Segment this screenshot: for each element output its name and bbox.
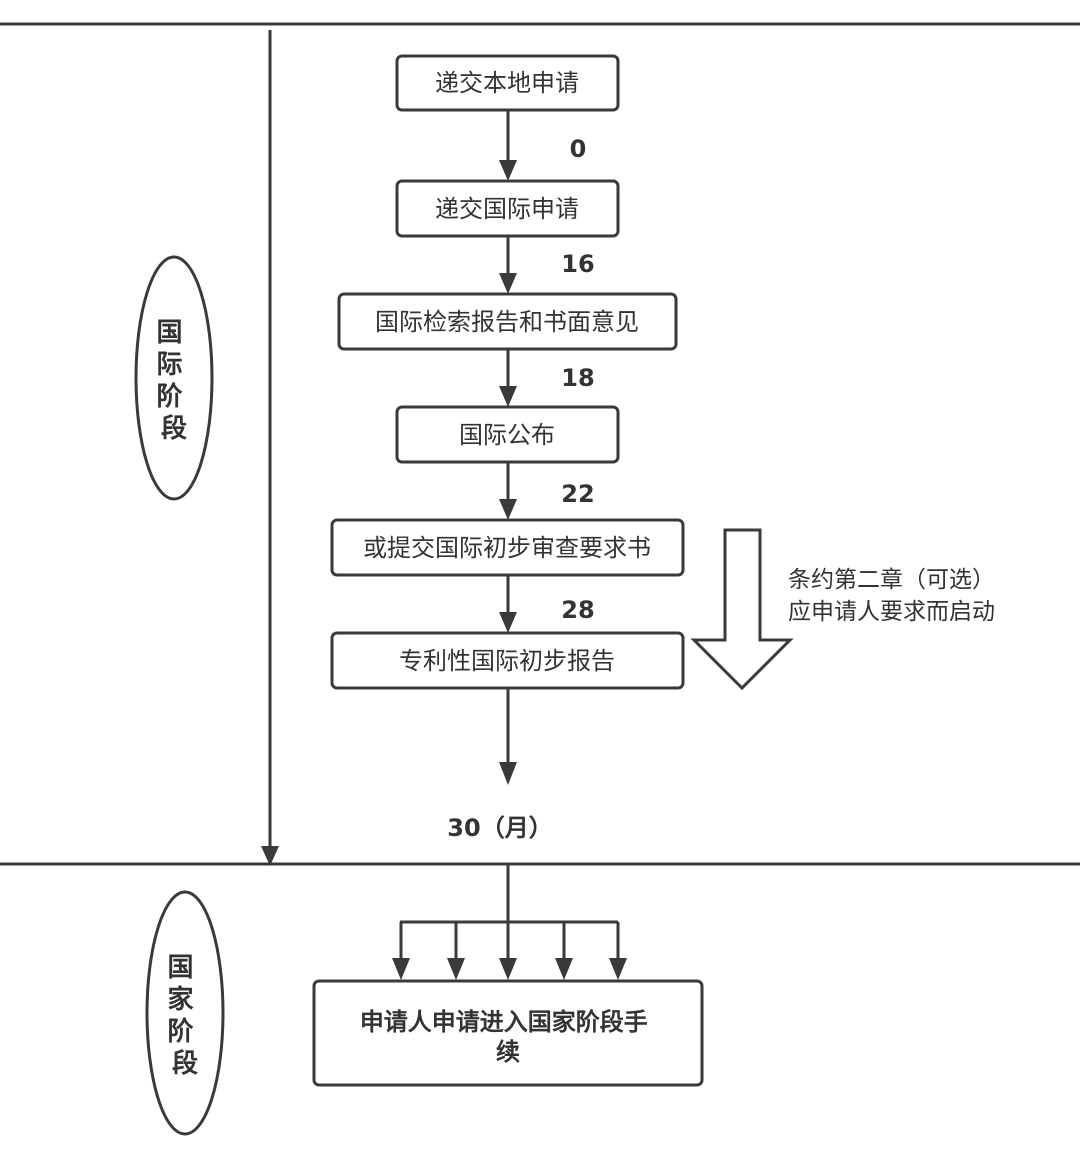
national-entry-line1: 申请人申请进入国家阶段手 <box>360 1008 648 1036</box>
connector-5-arrowhead <box>499 612 517 633</box>
chapter-two-note: 条约第二章（可选） 应申请人要求而启动 <box>788 567 1002 625</box>
branch-arrowhead-3 <box>499 958 517 980</box>
branch-arrowhead-5 <box>609 958 627 980</box>
intl-char-1: 国 <box>156 318 182 348</box>
national-phase-label: 国 家 阶 段 <box>167 953 202 1079</box>
national-entry-label: 申请人申请进入国家阶段手 续 <box>360 1008 656 1066</box>
national-entry-line2: 续 <box>496 1038 520 1066</box>
connector-1-arrowhead <box>499 160 517 181</box>
month-label-28: 28 <box>561 596 594 624</box>
national-entry-box <box>312 979 704 1087</box>
international-phase-label: 国 际 阶 段 <box>156 318 191 444</box>
international-phase-ellipse <box>134 255 214 501</box>
intl-char-4: 段 <box>161 413 187 444</box>
chapter-two-hollow-arrow <box>690 528 794 691</box>
branch-arrowhead-2 <box>447 958 465 980</box>
month-label-30: 30（月） <box>447 814 552 842</box>
national-phase-ellipse <box>145 890 225 1136</box>
timeline-arrowhead <box>261 846 279 866</box>
natl-char-3: 阶 <box>167 1017 193 1047</box>
month-label-22: 22 <box>561 480 594 508</box>
chapter-two-note-line1: 条约第二章（可选） <box>788 567 995 593</box>
step-preliminary-report-label: 专利性国际初步报告 <box>399 647 615 675</box>
month-label-16: 16 <box>561 250 594 278</box>
chapter-two-note-line2: 应申请人要求而启动 <box>788 599 995 625</box>
connector-6-arrowhead <box>499 762 517 785</box>
natl-char-2: 家 <box>167 984 193 1015</box>
step-local-application-label: 递交本地申请 <box>435 69 579 97</box>
natl-char-4: 段 <box>172 1048 198 1079</box>
month-label-0: 0 <box>570 135 587 163</box>
intl-char-3: 阶 <box>156 382 182 412</box>
natl-char-1: 国 <box>167 953 193 983</box>
connector-3-arrowhead <box>499 386 517 407</box>
intl-char-2: 际 <box>156 350 182 380</box>
step-publication-label: 国际公布 <box>459 421 555 449</box>
step-demand-label: 或提交国际初步审查要求书 <box>363 534 651 562</box>
branch-arrowhead-4 <box>555 958 573 980</box>
step-international-application-label: 递交国际申请 <box>435 195 579 223</box>
connector-4-arrowhead <box>499 499 517 520</box>
branch-arrowhead-1 <box>392 958 410 980</box>
step-search-report-label: 国际检索报告和书面意见 <box>375 308 639 336</box>
connector-2-arrowhead <box>499 273 517 294</box>
month-label-18: 18 <box>561 364 594 392</box>
